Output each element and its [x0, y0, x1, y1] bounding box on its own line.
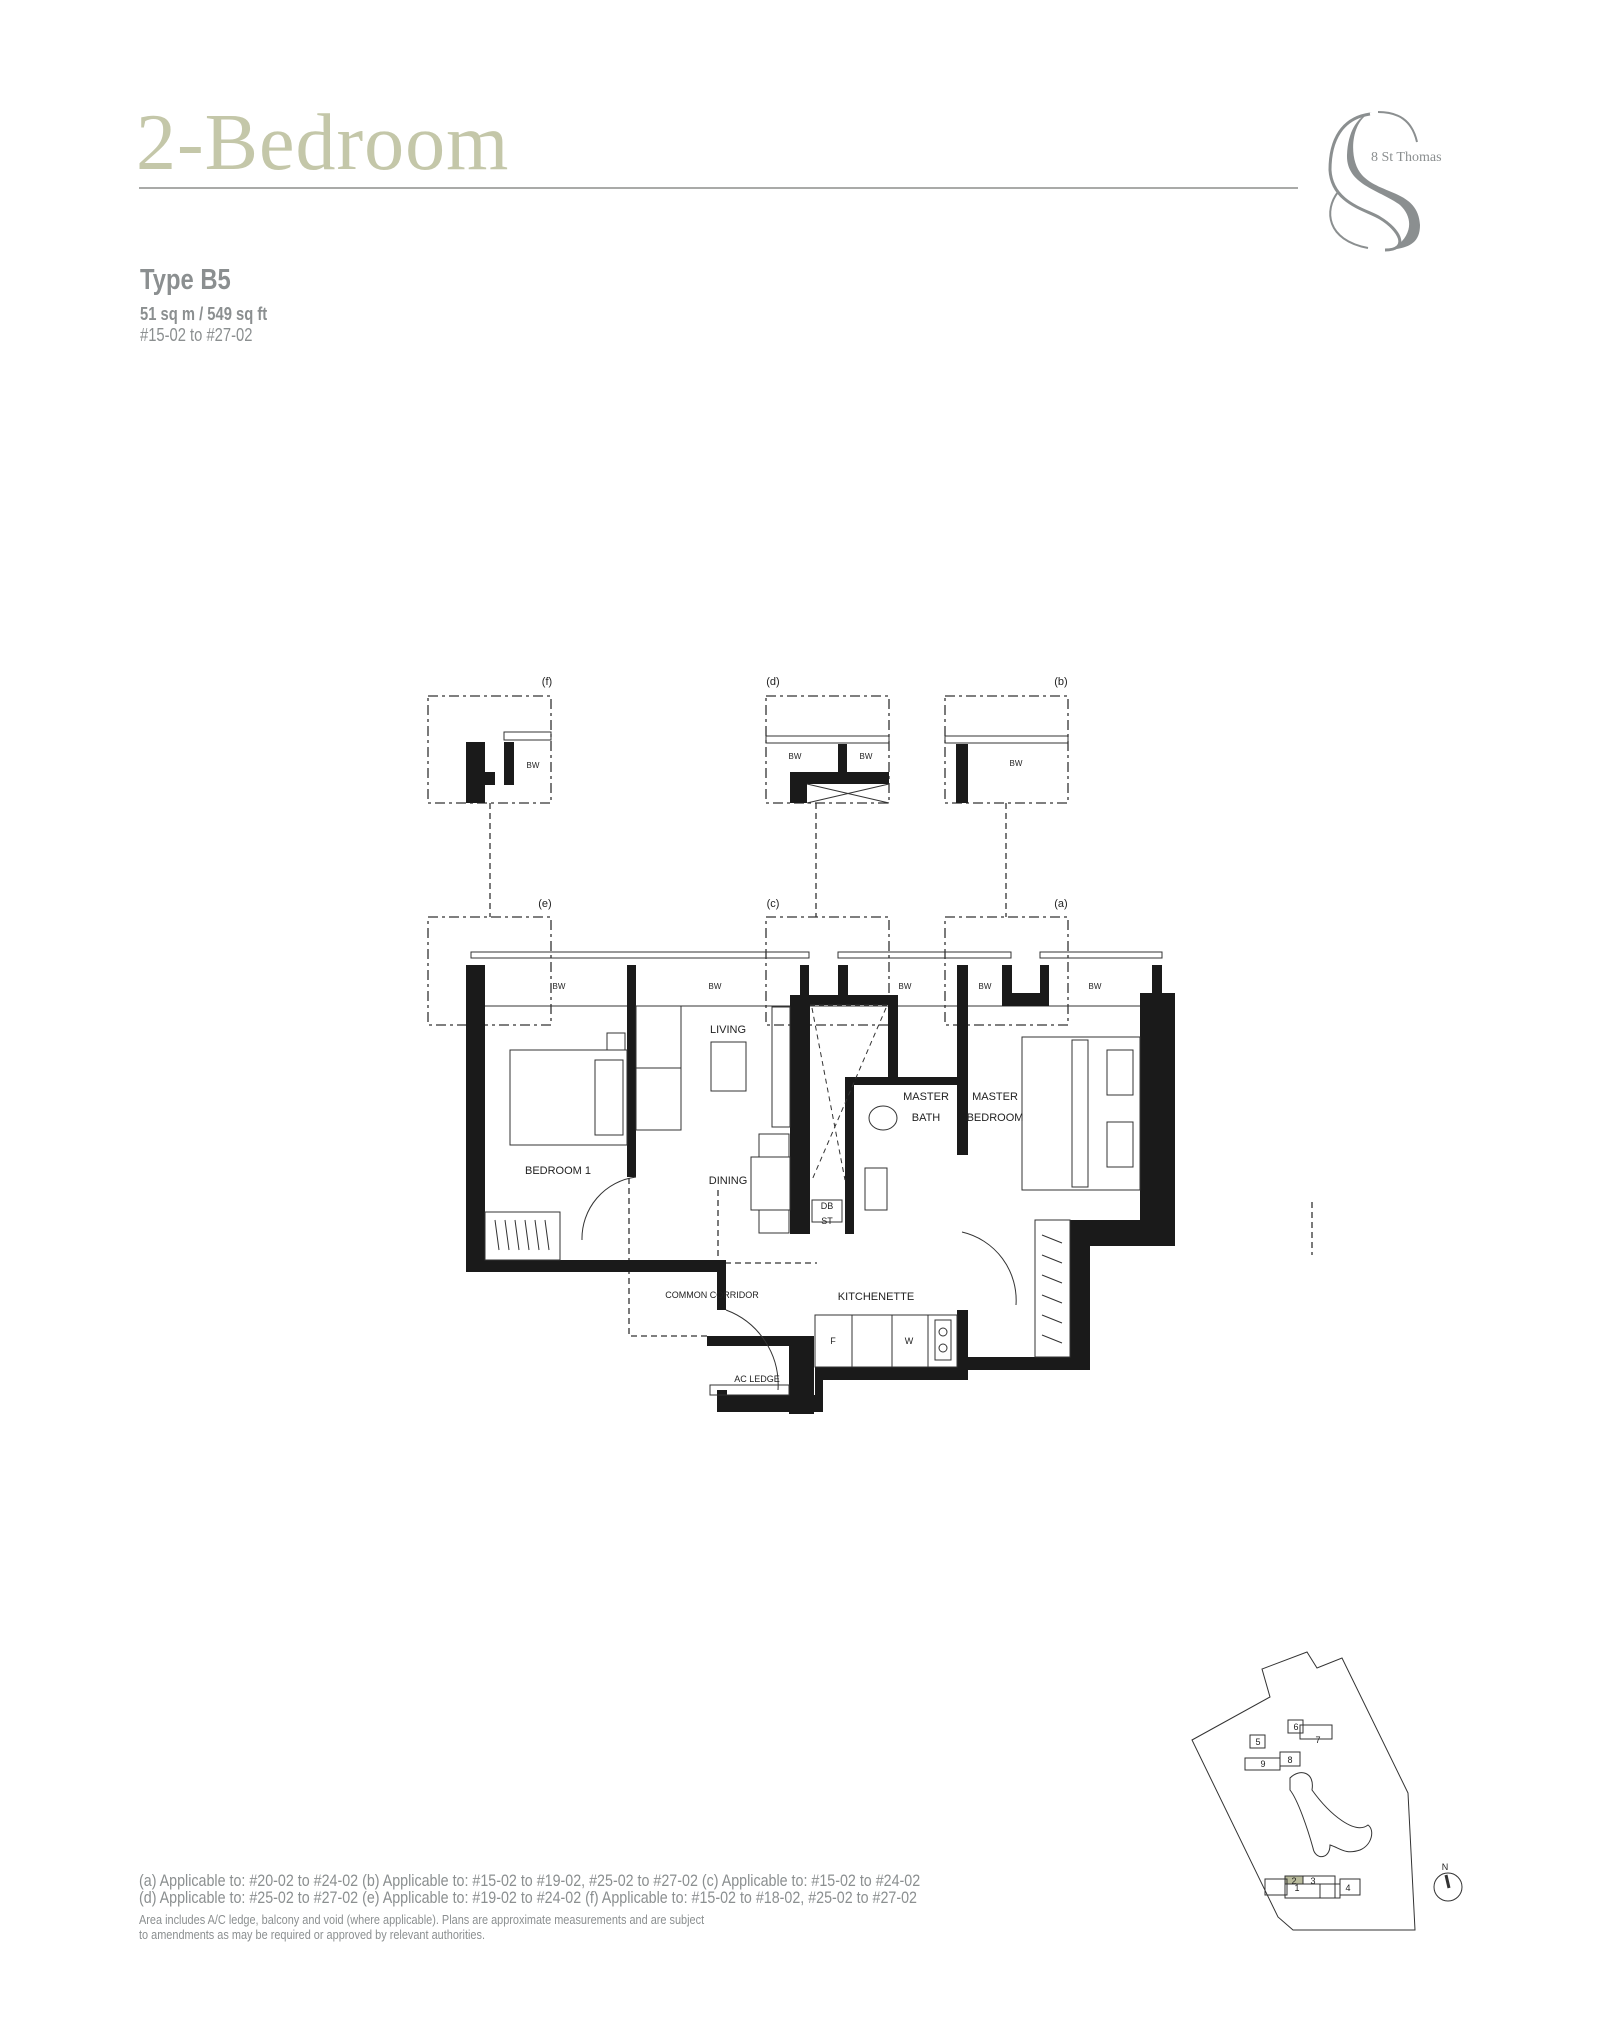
logo-text: 8 St Thomas	[1371, 150, 1442, 165]
label-washer: W	[905, 1336, 914, 1346]
pool	[1289, 1772, 1373, 1858]
variant-label-d: (d)	[766, 676, 779, 688]
inset-rails	[503, 731, 1069, 804]
walls	[466, 965, 1175, 1414]
toilet	[868, 1105, 898, 1131]
label-bw: BW	[1089, 982, 1102, 991]
label-bw: BW	[527, 761, 540, 770]
basin	[864, 1167, 888, 1211]
label-fridge: F	[830, 1336, 836, 1346]
north-label: N	[1442, 1862, 1449, 1872]
wardrobe-master	[1034, 1219, 1071, 1358]
key-block-7: 7	[1315, 1735, 1320, 1745]
label-corridor: COMMON CORRIDOR	[665, 1290, 759, 1300]
footnote-line-1: (a) Applicable to: #20-02 to #24-02 (b) …	[139, 1871, 921, 1890]
variant-box-f	[427, 695, 552, 804]
disclaimer-line-2: to amendments as may be required or appr…	[139, 1927, 486, 1942]
key-block-5: 5	[1255, 1737, 1260, 1747]
dining-table	[750, 1156, 791, 1211]
label-master-bath-1: MASTER	[903, 1091, 949, 1103]
label-bw: BW	[899, 982, 912, 991]
variant-boxes	[427, 695, 1069, 1026]
label-bw: BW	[553, 982, 566, 991]
label-bw: BW	[789, 752, 802, 761]
label-bw: BW	[860, 752, 873, 761]
variant-box-e	[427, 916, 552, 1026]
shower	[810, 1004, 888, 1181]
key-block-1: 1	[1294, 1883, 1299, 1893]
north-compass	[1433, 1872, 1463, 1902]
variant-label-c: (c)	[767, 898, 780, 910]
label-db: DB	[821, 1201, 834, 1211]
label-st: ST	[821, 1216, 833, 1226]
label-ac-ledge: AC LEDGE	[734, 1374, 780, 1384]
key-block-9: 9	[1260, 1759, 1265, 1769]
label-master-bed-1: MASTER	[972, 1091, 1018, 1103]
coffee-table	[710, 1041, 747, 1092]
label-bw: BW	[1010, 759, 1023, 768]
key-block-3: 3	[1310, 1876, 1315, 1886]
bed-master	[1021, 1036, 1141, 1191]
label-bw: BW	[979, 982, 992, 991]
site-outline	[1191, 1651, 1416, 1931]
key-plan-labels: 1 2 3 4 5 6 7 8 9 N	[1255, 1722, 1448, 1893]
label-master-bath-2: BATH	[912, 1112, 941, 1124]
title-divider	[139, 187, 1298, 189]
variant-label-b: (b)	[1054, 676, 1067, 688]
key-block-8: 8	[1287, 1755, 1292, 1765]
variant-box-c	[765, 916, 890, 1026]
unit-numbers: #15-02 to #27-02	[140, 325, 253, 345]
footnote-line-2: (d) Applicable to: #25-02 to #27-02 (e) …	[139, 1888, 917, 1907]
bed-bedroom1	[509, 1049, 628, 1146]
label-bedroom1: BEDROOM 1	[525, 1165, 591, 1177]
variant-box-a	[944, 916, 1069, 1026]
room-labels: LIVING BEDROOM 1 DINING MASTER BATH MAST…	[525, 676, 1102, 1384]
variant-box-b	[944, 695, 1069, 804]
connector-lines	[489, 803, 1313, 1337]
brand-logo	[1328, 111, 1420, 252]
label-living: LIVING	[710, 1024, 746, 1036]
furniture	[484, 1004, 1141, 1396]
key-block-4: 4	[1345, 1883, 1350, 1893]
tv-console	[771, 1006, 791, 1128]
wardrobe-bedroom1	[484, 1211, 561, 1261]
key-block-2: 2	[1291, 1876, 1296, 1886]
variant-label-e: (e)	[538, 898, 551, 910]
page-title: 2-Bedroom	[136, 99, 510, 187]
label-kitchenette: KITCHENETTE	[838, 1291, 914, 1303]
key-block-6: 6	[1293, 1722, 1298, 1732]
key-plan	[1191, 1651, 1463, 1931]
variant-label-a: (a)	[1054, 898, 1067, 910]
variant-box-d	[765, 695, 890, 804]
inset-walls	[466, 742, 968, 803]
unit-area: 51 sq m / 549 sq ft	[140, 304, 268, 324]
label-bw: BW	[709, 982, 722, 991]
variant-label-f: (f)	[542, 676, 552, 688]
disclaimer-line-1: Area includes A/C ledge, balcony and voi…	[139, 1912, 705, 1927]
label-dining: DINING	[709, 1175, 748, 1187]
door-swings	[581, 1176, 1017, 1391]
label-master-bed-2: BEDROOM	[967, 1112, 1024, 1124]
kitchen-counter	[814, 1314, 958, 1368]
unit-type: Type B5	[140, 264, 231, 296]
